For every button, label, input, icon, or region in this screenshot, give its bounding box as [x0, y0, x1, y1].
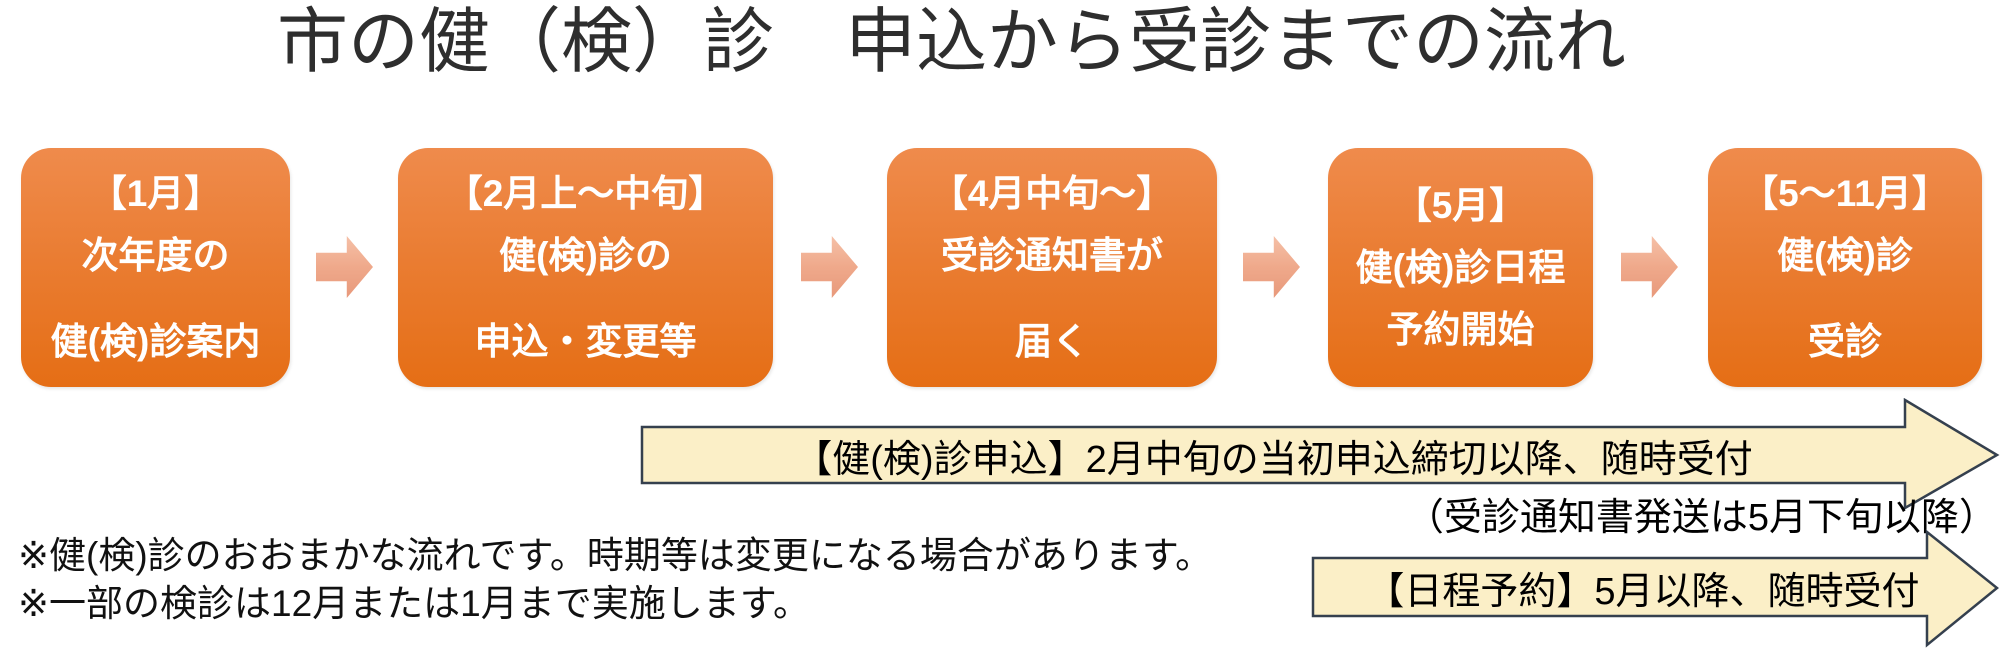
step-text-line: 届く	[1015, 320, 1089, 362]
step-box-january: 【1月】 次年度の 健(検)診案内	[21, 148, 290, 387]
reservation-period-arrow-shape	[1311, 529, 1999, 648]
step-period-label: 【4月中旬～】	[930, 172, 1174, 214]
step-text-line: 健(検)診案内	[50, 320, 261, 362]
reservation-period-arrow	[1311, 529, 1999, 648]
flow-arrow-icon	[801, 236, 858, 298]
flow-arrow-icon	[1621, 236, 1678, 298]
flow-arrow-icon	[316, 236, 373, 298]
step-text-line: 申込・変更等	[474, 320, 697, 362]
application-period-note: （受診通知書発送は5月下旬以降）	[1405, 497, 1997, 539]
footnote-line: ※健(検)診のおおまかな流れです。時期等は変更になる場合があります。	[18, 535, 1213, 576]
step-box-may-november: 【5～11月】 健(検)診 受診	[1708, 148, 1982, 387]
step-text-line: 予約開始	[1386, 308, 1535, 350]
application-period-arrow	[640, 398, 2000, 510]
step-box-april: 【4月中旬～】 受診通知書が 届く	[887, 148, 1217, 387]
flow-arrow-icon	[1243, 236, 1300, 298]
application-period-arrow-shape	[640, 398, 2000, 510]
step-period-label: 【5月】	[1394, 184, 1527, 226]
step-text-line: 次年度の	[81, 234, 230, 276]
step-period-label: 【1月】	[89, 172, 222, 214]
application-period-label: 【健(検)診申込】2月中旬の当初申込締切以降、随時受付	[794, 438, 1753, 481]
step-period-label: 【2月上～中旬】	[445, 172, 726, 214]
reservation-period-label: 【日程予約】5月以降、随時受付	[1366, 570, 1920, 613]
step-text-line: 健(検)診の	[499, 234, 672, 276]
footnotes: ※健(検)診のおおまかな流れです。時期等は変更になる場合があります。 ※一部の検…	[18, 532, 1212, 628]
step-period-label: 【5～11月】	[1741, 172, 1949, 214]
step-box-may: 【5月】 健(検)診日程 予約開始	[1328, 148, 1593, 387]
page-title: 市の健（検）診 申込から受診までの流れ	[277, 3, 1627, 82]
step-text-line: 受診通知書が	[941, 234, 1163, 276]
footnote-line: ※一部の検診は12月または1月まで実施します。	[18, 583, 811, 624]
step-text-line: 健(検)診日程	[1355, 246, 1566, 288]
step-box-february: 【2月上～中旬】 健(検)診の 申込・変更等	[398, 148, 773, 387]
step-text-line: 受診	[1808, 320, 1882, 362]
step-text-line: 健(検)診	[1777, 234, 1913, 276]
